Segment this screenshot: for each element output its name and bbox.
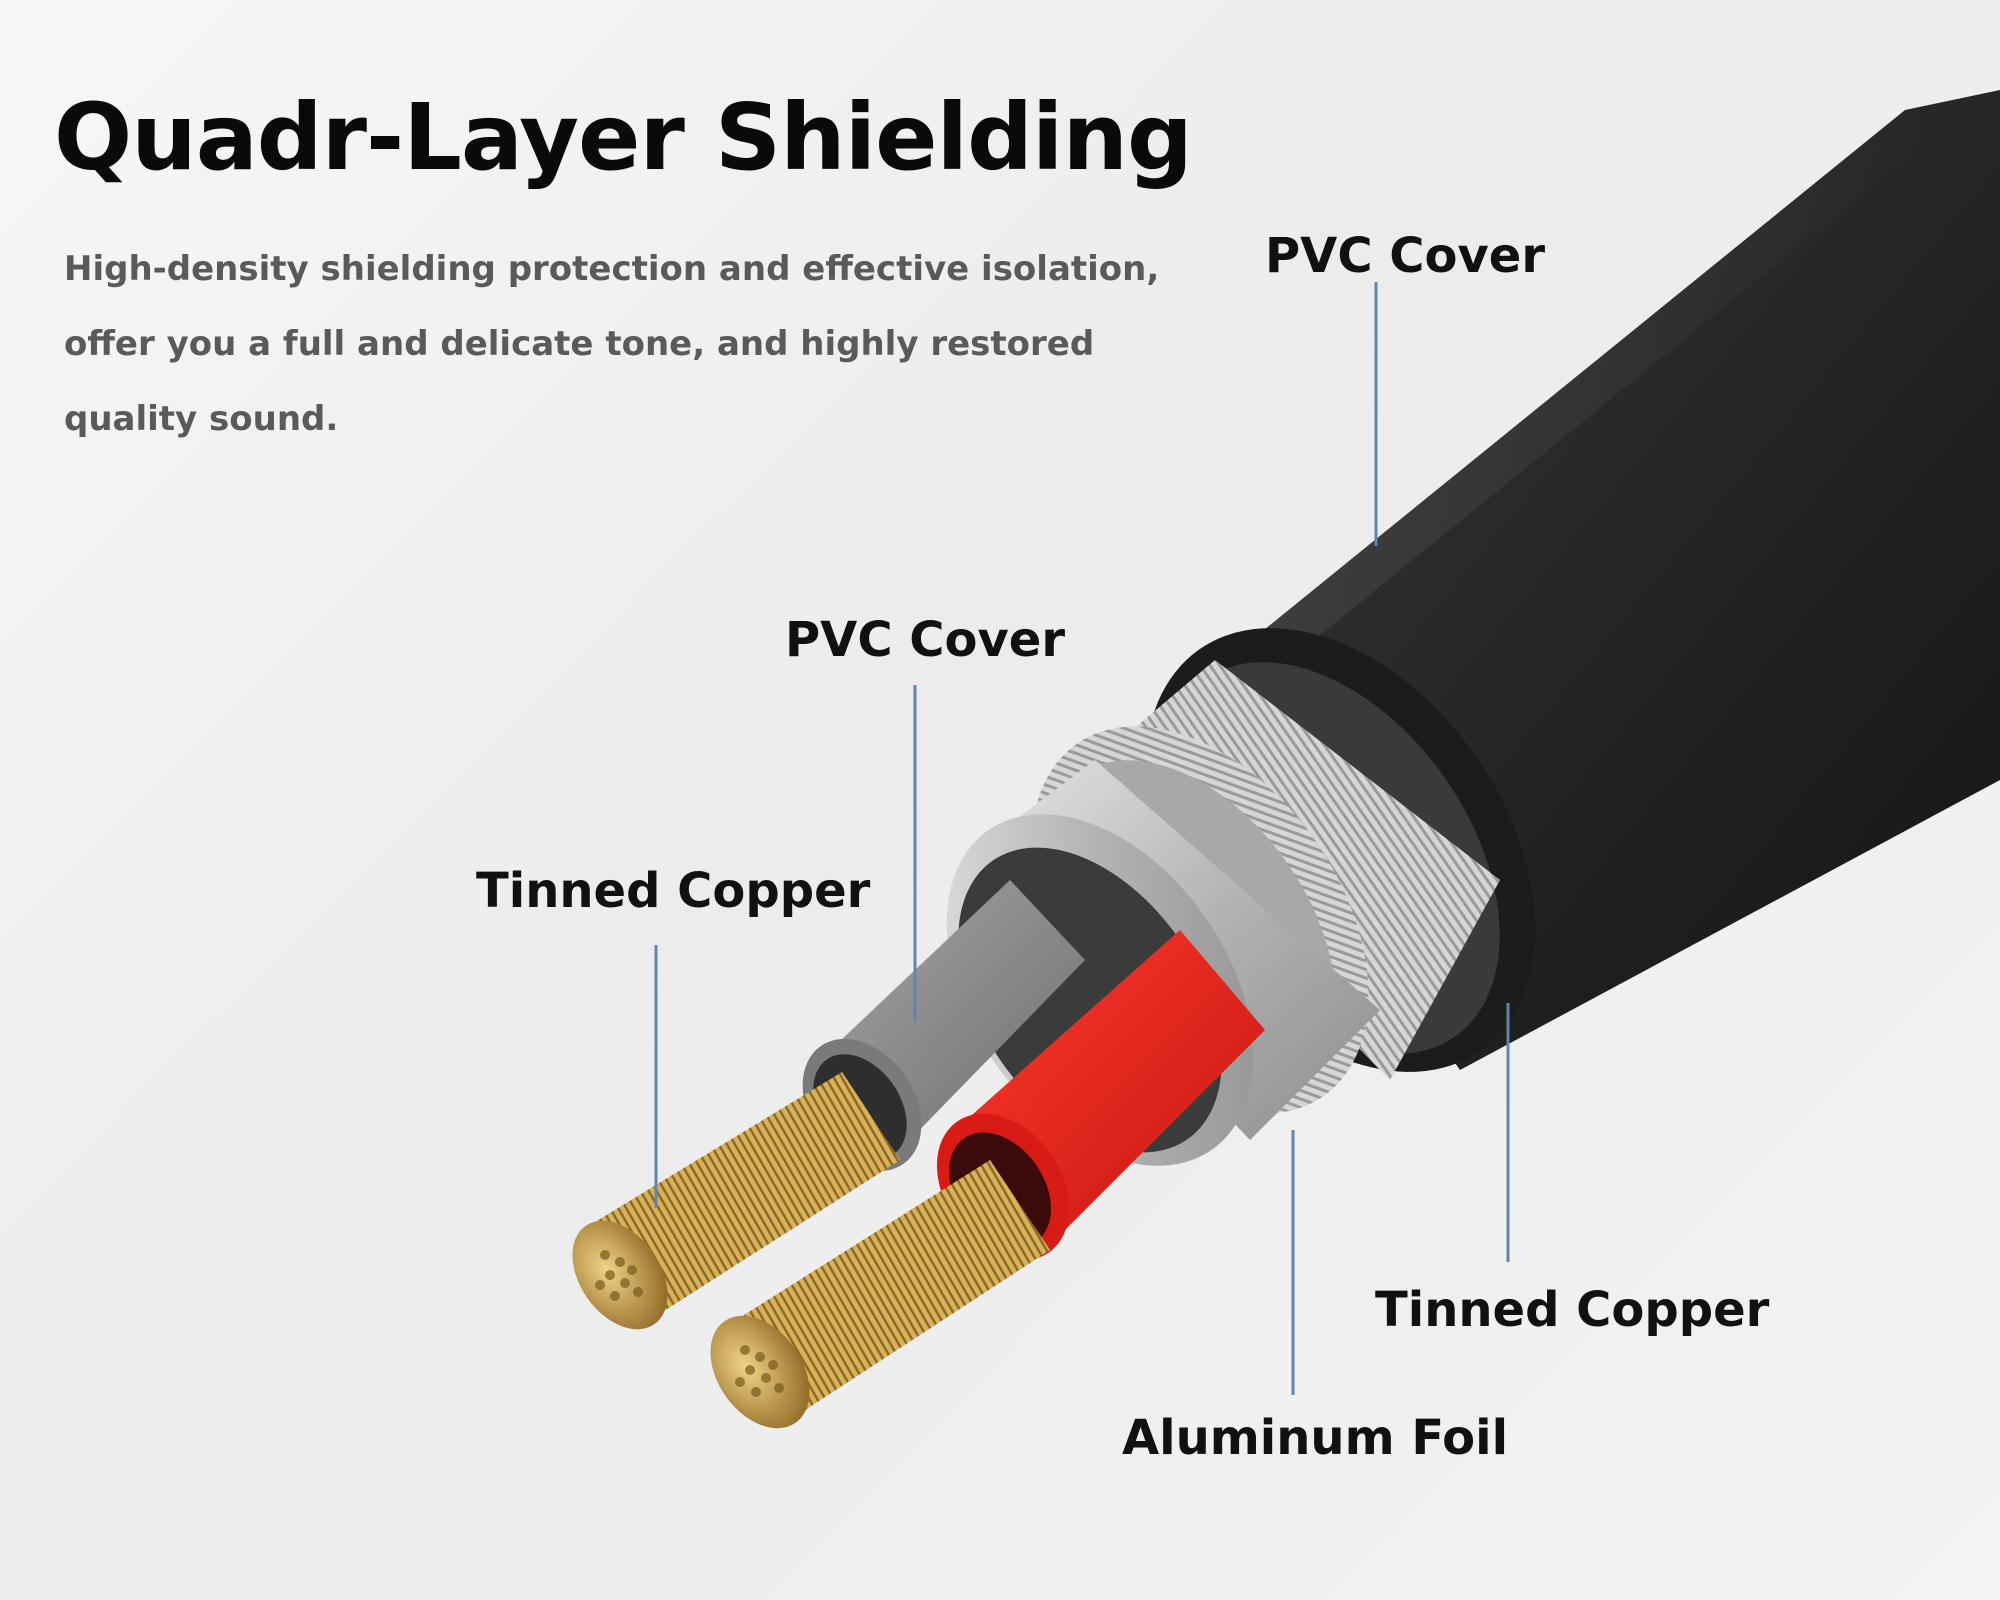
right-copper-strands xyxy=(710,1160,1050,1429)
description: High-density shielding protection and ef… xyxy=(64,232,1160,457)
left-copper-strands xyxy=(572,1072,900,1330)
label-inner-tinned-copper: Tinned Copper xyxy=(476,863,871,919)
description-line-3: quality sound. xyxy=(64,399,339,439)
description-line-1: High-density shielding protection and ef… xyxy=(64,249,1160,289)
leader-lines xyxy=(654,282,1510,1395)
description-line-2: offer you a full and delicate tone, and … xyxy=(64,324,1095,364)
label-aluminum-foil: Aluminum Foil xyxy=(1122,1410,1509,1466)
page-title: Quadr-Layer Shielding xyxy=(54,84,1193,191)
label-outer-tinned-copper: Tinned Copper xyxy=(1375,1282,1770,1338)
label-inner-pvc-cover: PVC Cover xyxy=(785,612,1065,668)
label-outer-pvc-cover: PVC Cover xyxy=(1265,228,1545,284)
